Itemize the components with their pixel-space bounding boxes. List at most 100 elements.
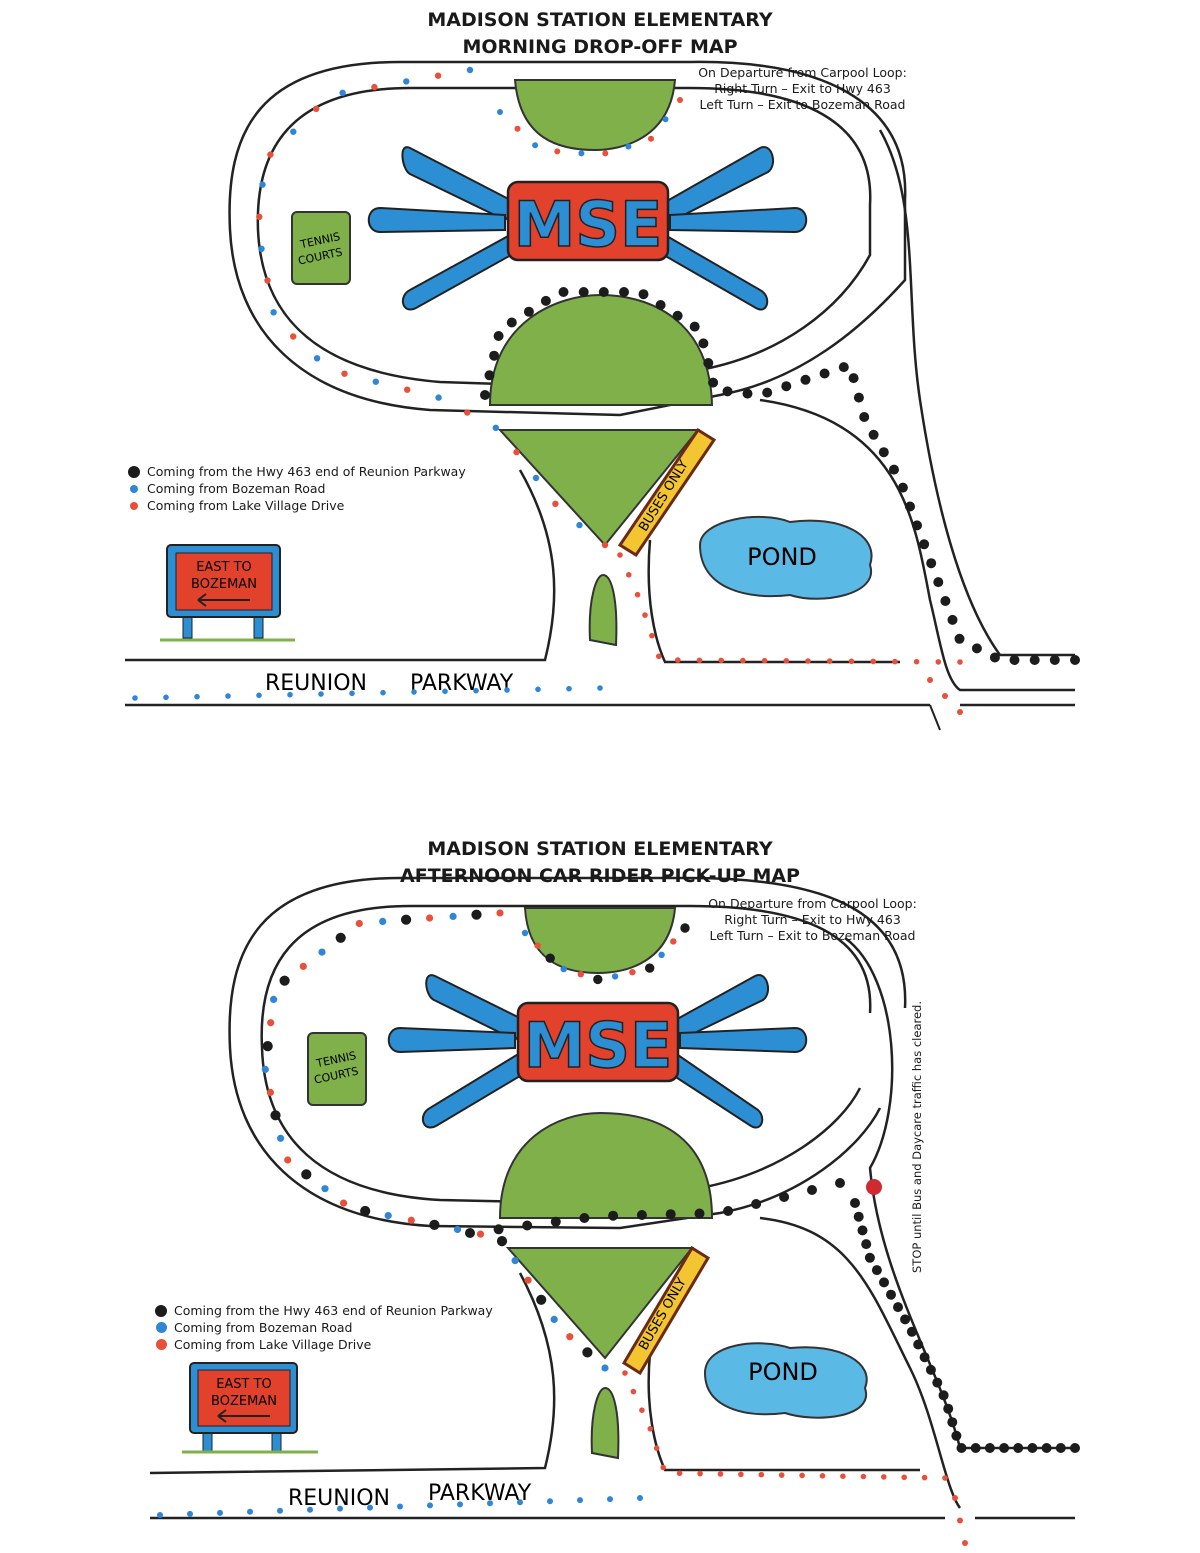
route-dot	[622, 1370, 628, 1376]
route-dot	[287, 691, 293, 698]
route-dot	[859, 412, 870, 422]
route-dots	[157, 909, 1080, 1546]
school-building	[506, 180, 670, 262]
route-dot	[680, 923, 690, 933]
route-dot	[607, 1496, 613, 1503]
route-dot	[943, 1403, 954, 1414]
afternoon-pick-up-map: TENNIS COURTS MSE BUSES ONLY POND EAST T…	[0, 808, 1200, 1553]
route-dot	[708, 377, 719, 388]
route-dot	[848, 373, 859, 384]
route-dot	[952, 1495, 958, 1501]
school-wings	[387, 974, 808, 1129]
route-dot	[947, 1417, 958, 1428]
route-dot	[284, 1156, 292, 1164]
route-dot	[256, 692, 262, 699]
route-dot	[372, 378, 379, 385]
school-label: MSE	[514, 188, 663, 261]
route-dot	[532, 474, 540, 482]
route-dot	[464, 409, 471, 416]
route-dot	[496, 1236, 508, 1247]
route-dot	[762, 387, 773, 398]
stop-note: STOP until Bus and Daycare traffic has c…	[910, 1000, 924, 1273]
route-dot	[1027, 1443, 1038, 1453]
route-dot	[932, 1377, 943, 1388]
route-dot	[723, 1206, 734, 1216]
route-dot	[1049, 655, 1060, 665]
route-dot	[217, 1509, 223, 1516]
map-title-line-1: MADISON STATION ELEMENTARY	[427, 838, 773, 860]
route-dot	[630, 1388, 637, 1395]
median-lawn	[588, 573, 618, 647]
route-dot	[742, 388, 753, 399]
school-building	[516, 1001, 680, 1083]
route-dot	[403, 78, 410, 85]
route-dot	[259, 181, 266, 188]
route-dot	[476, 1230, 485, 1238]
sign-line-2: BOZEMAN	[211, 1394, 277, 1409]
map-title-line-1: MADISON STATION ELEMENTARY	[427, 9, 773, 31]
route-dot	[532, 142, 539, 149]
road-label-2: PARKWAY	[428, 1481, 532, 1506]
route-dot	[1070, 655, 1080, 665]
route-dot	[893, 1302, 903, 1313]
route-dot	[662, 116, 669, 123]
route-dot	[266, 1088, 274, 1096]
route-dot	[277, 1507, 283, 1514]
route-dot	[722, 386, 733, 397]
route-dot	[835, 1178, 845, 1188]
departure-heading: On Departure from Carpool Loop:	[698, 65, 907, 80]
route-dot	[913, 658, 920, 665]
route-dot	[579, 1213, 590, 1223]
route-dot	[487, 1500, 493, 1507]
route-dot	[926, 558, 937, 569]
route-dot	[598, 287, 609, 297]
route-dot	[925, 1364, 936, 1375]
pond	[698, 515, 873, 600]
route-dot	[489, 350, 500, 361]
route-dot	[805, 658, 811, 664]
route-dot	[860, 1473, 867, 1480]
route-dot	[163, 694, 169, 701]
route-dot	[800, 374, 811, 385]
route-dot	[411, 689, 417, 695]
north-lawn	[523, 907, 677, 975]
map-drawing: TENNIS COURTS MSE BUSES ONLY POND EAST T…	[125, 60, 1080, 731]
route-dot	[648, 135, 654, 142]
route-dot	[355, 919, 363, 928]
route-dot	[566, 685, 572, 692]
route-dot	[962, 1540, 968, 1546]
route-dot	[672, 310, 683, 321]
route-dot	[550, 1216, 561, 1227]
route-dot	[277, 1134, 285, 1142]
route-dot	[626, 572, 632, 578]
north-lawn	[513, 79, 677, 152]
route-dot	[951, 1430, 962, 1441]
route-dot	[1009, 655, 1020, 665]
route-dot	[629, 969, 636, 976]
route-dot	[919, 1352, 930, 1363]
route-dot	[270, 309, 277, 316]
route-dot	[642, 612, 648, 618]
route-dot	[645, 963, 655, 973]
sign-line-1: EAST TO	[216, 1377, 272, 1392]
triangle-lawn	[505, 1247, 695, 1360]
route-dot	[653, 1445, 660, 1451]
legend-red-dot	[130, 501, 138, 510]
legend-label: Coming from the Hwy 463 end of Reunion P…	[174, 1303, 493, 1318]
legend-label: Coming from Lake Village Drive	[174, 1337, 372, 1352]
route-dot	[781, 381, 792, 392]
map-drawing: TENNIS COURTS MSE BUSES ONLY POND EAST T…	[149, 876, 1080, 1546]
route-dot	[1041, 1443, 1052, 1453]
route-dot	[906, 1326, 917, 1337]
route-dot	[940, 596, 951, 606]
route-dot	[535, 686, 541, 693]
route-dot	[492, 424, 499, 431]
route-dot	[429, 1219, 440, 1230]
route-dot	[655, 300, 666, 310]
route-dot	[582, 1347, 593, 1358]
departure-right-turn: Right Turn – Exit to Hwy 463	[724, 912, 901, 927]
route-dot	[597, 685, 603, 691]
route-dot	[264, 277, 271, 284]
route-dot	[799, 1472, 805, 1479]
route-dot	[380, 689, 386, 696]
